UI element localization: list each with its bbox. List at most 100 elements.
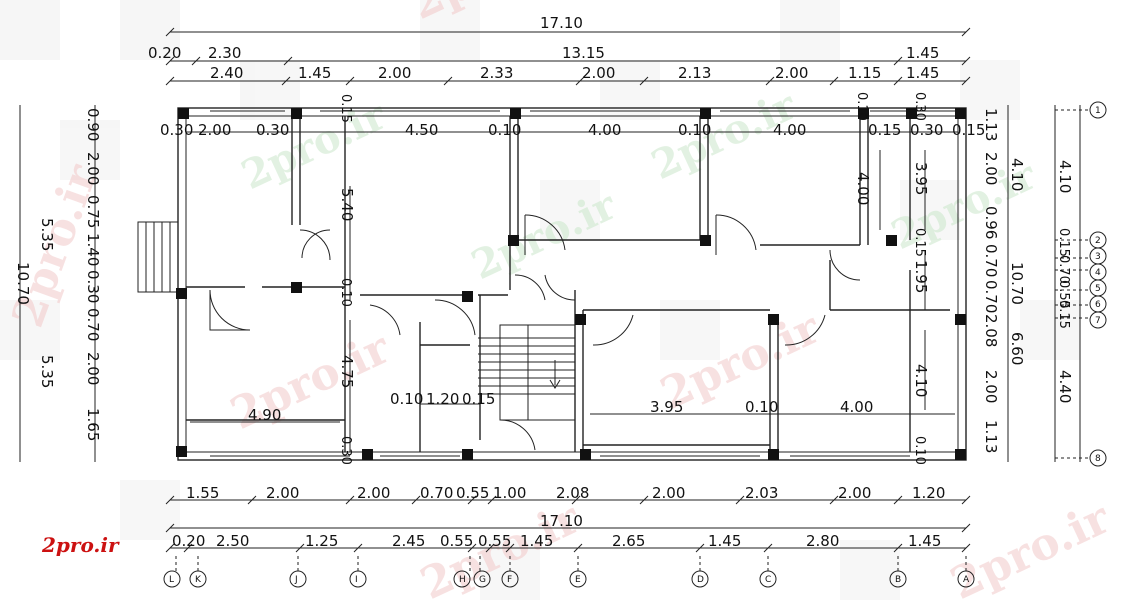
dim-interior-top: 4.50 — [405, 121, 438, 139]
svg-text:C: C — [765, 575, 771, 585]
dim-bottom-row1: 2.08 — [556, 484, 589, 502]
dim-bottom-row2: 1.45 — [708, 532, 741, 550]
dim-right-col3: 4.40 — [1056, 370, 1074, 403]
dim-top-row3: 2.13 — [678, 64, 711, 82]
dim-right-col3: 0.15 — [1056, 228, 1071, 257]
dim-right-col2: 6.60 — [1008, 332, 1026, 365]
dim-small: 0.10 — [390, 390, 423, 408]
svg-text:4: 4 — [1095, 268, 1101, 278]
right-grid-bubbles: 1 2 3 4 5 6 7 8 — [1089, 101, 1107, 467]
entrance-steps — [137, 221, 179, 293]
svg-text:K: K — [195, 575, 202, 585]
grid-bubble: A — [957, 570, 975, 588]
dim-left-col2: 2.00 — [84, 352, 102, 385]
left-dimensions: 5.35 10.70 5.35 0.90 2.00 0.75 1.40 0.30… — [14, 108, 102, 441]
dim-right-col3: 0.55 — [1056, 280, 1071, 309]
grid-bubble: 8 — [1089, 449, 1107, 467]
grid-bubble: 7 — [1089, 311, 1107, 329]
watermark-text: 2pro.ir — [943, 492, 1118, 609]
dim-bottom-row2: 1.45 — [520, 532, 553, 550]
dim-bottom-row2: 2.45 — [392, 532, 425, 550]
dim-bottom-row1: 2.00 — [266, 484, 299, 502]
dim-top-row3: 1.15 — [848, 64, 881, 82]
dim-top-row2: 1.45 — [906, 44, 939, 62]
grid-bubble: H — [453, 570, 471, 588]
dim-4-75: 4.75 — [338, 355, 356, 388]
dim-bottom-row2: 1.45 — [908, 532, 941, 550]
dim-bottom-row1: 2.00 — [357, 484, 390, 502]
dim-left-col2: 1.65 — [84, 408, 102, 441]
svg-text:1: 1 — [1095, 106, 1101, 116]
dim-4-00-vertical: 4.00 — [854, 172, 872, 205]
dim-right-col1: 0.70 — [982, 280, 1000, 313]
dim-right-col1: 2.00 — [982, 152, 1000, 185]
structural-columns — [176, 108, 966, 460]
dim-bottom-row1: 1.20 — [912, 484, 945, 502]
dim-tick-vertical: 0.15 — [912, 228, 927, 257]
dim-left-col1: 5.35 — [38, 355, 56, 388]
dim-top-row3: 2.40 — [210, 64, 243, 82]
svg-text:L: L — [169, 575, 174, 585]
dim-overall-top: 17.10 — [540, 14, 583, 32]
dim-right-col3: 0.15 — [1056, 300, 1071, 329]
site-logo: 2pro.ir — [41, 533, 120, 557]
dim-bottom-row2: 2.50 — [216, 532, 249, 550]
dim-4-10-vertical: 4.10 — [912, 364, 930, 397]
dim-bottom-row1: 1.55 — [186, 484, 219, 502]
top-dimensions: 17.10 0.20 2.30 13.15 1.45 2.40 1.45 2.0… — [148, 14, 939, 82]
dim-bottom-row2: 0.55 — [478, 532, 511, 550]
dim-left-col2: 0.90 — [84, 108, 102, 141]
grid-bubble: 5 — [1089, 279, 1107, 297]
dim-tick-vertical: 0.30 — [338, 436, 353, 465]
dim-tick-vertical: 0.15 — [338, 94, 353, 123]
dim-tick-vertical: 0.10 — [912, 436, 927, 465]
dim-left-col2: 0.75 — [84, 195, 102, 228]
dim-4-90: 4.90 — [248, 406, 281, 424]
grid-bubble: G — [473, 570, 491, 588]
svg-text:6: 6 — [1095, 300, 1101, 310]
dim-interior-top: 0.10 — [488, 121, 521, 139]
dim-bottom-row2: 2.65 — [612, 532, 645, 550]
dim-bottom-interior: 3.95 — [650, 398, 683, 416]
dim-top-row2: 13.15 — [562, 44, 605, 62]
dim-bottom-interior: 4.00 — [840, 398, 873, 416]
dim-top-row3: 2.00 — [582, 64, 615, 82]
svg-text:H: H — [459, 575, 466, 585]
dim-bottom-row2: 0.20 — [172, 532, 205, 550]
grid-bubble: C — [759, 570, 777, 588]
dim-top-row3: 2.00 — [775, 64, 808, 82]
dim-top-row2: 2.30 — [208, 44, 241, 62]
dim-right-col1: 2.08 — [982, 314, 1000, 347]
dim-right-col3: 0.70 — [1056, 255, 1071, 284]
grid-bubble: L — [163, 570, 181, 588]
grid-bubble: D — [691, 570, 709, 588]
dim-tick-vertical: 0.10 — [854, 92, 869, 121]
dim-small: 0.15 — [462, 390, 495, 408]
dim-bottom-row1: 2.00 — [838, 484, 871, 502]
dim-tick-vertical: 0.10 — [338, 278, 353, 307]
right-dimensions: 1.13 2.00 0.96 0.70 0.70 2.08 2.00 1.13 … — [982, 108, 1074, 453]
dim-top-row3: 1.45 — [298, 64, 331, 82]
grid-bubble: 3 — [1089, 247, 1107, 265]
dim-left-col1: 10.70 — [14, 262, 32, 305]
dim-right-col1: 0.96 — [982, 206, 1000, 239]
dim-3-95-vertical: 3.95 — [912, 162, 930, 195]
grid-bubble: B — [889, 570, 907, 588]
svg-text:E: E — [575, 575, 581, 585]
dim-bottom-row1: 1.00 — [493, 484, 526, 502]
dim-top-row3: 2.33 — [480, 64, 513, 82]
dim-bottom-row1: 2.03 — [745, 484, 778, 502]
grid-bubble: K — [189, 570, 207, 588]
dim-left-col2: 1.40 — [84, 233, 102, 266]
svg-text:A: A — [963, 575, 970, 585]
door-swings — [209, 214, 861, 451]
dim-bottom-interior: 0.10 — [745, 398, 778, 416]
svg-text:8: 8 — [1095, 454, 1101, 464]
svg-text:G: G — [479, 575, 486, 585]
dim-interior-top: 0.15 — [868, 121, 901, 139]
dim-right-col2: 4.10 — [1008, 158, 1026, 191]
svg-text:F: F — [507, 575, 512, 585]
dim-right-col3: 4.10 — [1056, 160, 1074, 193]
grid-bubble: 6 — [1089, 295, 1107, 313]
